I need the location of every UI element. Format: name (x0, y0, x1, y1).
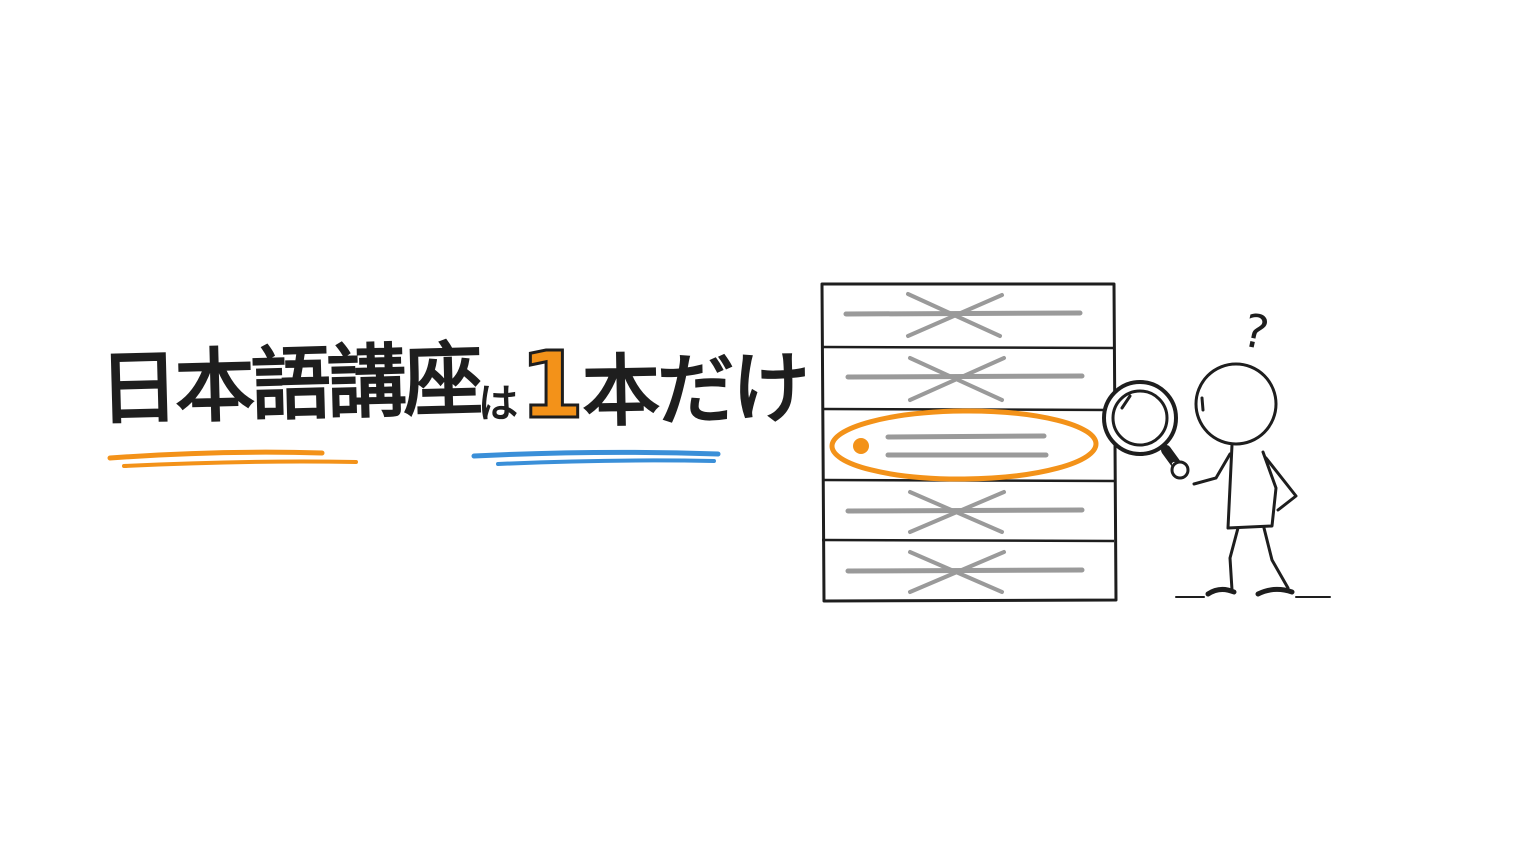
blue-underline-bottom (496, 458, 716, 466)
figure-leg (1228, 526, 1240, 592)
list-row-crossed-out (845, 356, 1085, 402)
search-illustration: ? (820, 282, 1331, 603)
stick-figure (1175, 362, 1331, 598)
blue-underline-top (471, 449, 721, 459)
row-divider (821, 538, 1115, 543)
magnifier-icon (1102, 380, 1232, 486)
figure-arm (1264, 456, 1298, 512)
figure-hand (1192, 452, 1232, 486)
list-row-crossed-out (843, 292, 1083, 338)
headline-underlines (107, 449, 721, 468)
question-mark: ? (1238, 303, 1273, 361)
headline: 日本語講座は1本だけ (98, 333, 808, 480)
row-divider (821, 345, 1115, 350)
selected-dot (853, 438, 869, 454)
figure-foot (1255, 586, 1295, 597)
headline-particle: は (478, 381, 518, 427)
orange-underline-bottom (122, 459, 358, 468)
figure-head (1194, 362, 1278, 446)
figure-fist (1170, 460, 1190, 480)
list-row-crossed-out (845, 490, 1085, 534)
figure-foot (1205, 586, 1237, 597)
figure-eye (1200, 396, 1205, 412)
list-row-selected (829, 408, 1099, 482)
headline-number-one: 1 (518, 332, 585, 439)
orange-underline-top (107, 449, 325, 461)
figure-leg (1262, 526, 1290, 590)
headline-text: 日本語講座は1本だけ (98, 332, 808, 439)
list-row-crossed-out (845, 550, 1085, 594)
figure-body (1226, 443, 1278, 530)
